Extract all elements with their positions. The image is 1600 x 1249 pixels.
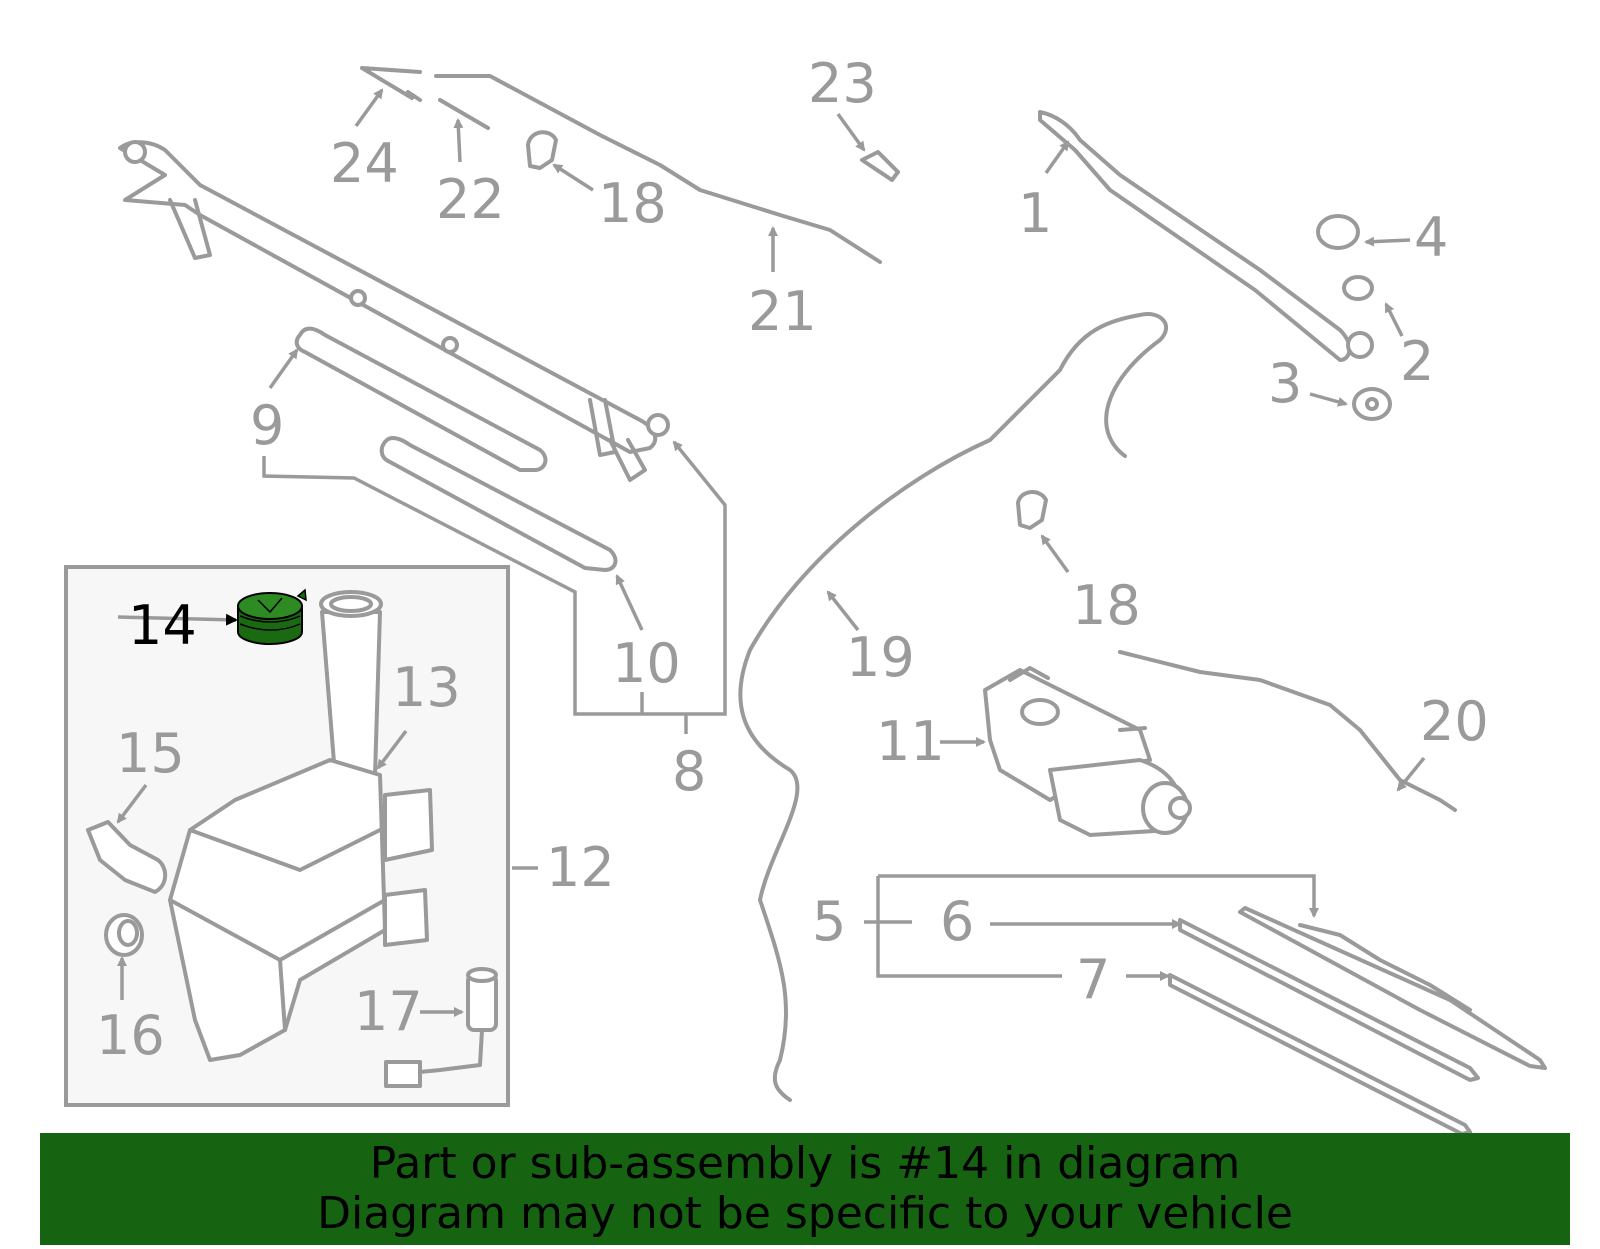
- arm-pivot: [1346, 331, 1374, 359]
- callout-4: 4: [1414, 206, 1448, 269]
- banner-line-1: Part or sub-assembly is #14 in diagram: [369, 1138, 1241, 1189]
- callout-14: 14: [128, 594, 197, 657]
- nozzle-18-lower: [1016, 490, 1048, 530]
- wiper-motor-11: [983, 666, 1192, 837]
- callout-18-upper: 18: [598, 172, 667, 235]
- callout-24: 24: [330, 132, 399, 195]
- hose-20: [1118, 650, 1457, 812]
- reservoir-tank-13: [168, 590, 434, 1062]
- callout-labels: 1 2 3 4 5 6 7 8 9 10 11 12 13 14 15 16 1…: [96, 52, 1489, 1067]
- callout-15: 15: [116, 722, 185, 785]
- callout-9: 9: [250, 394, 284, 457]
- callout-8: 8: [672, 740, 706, 803]
- callout-19: 19: [846, 626, 915, 689]
- callout-2: 2: [1400, 330, 1434, 393]
- link-arm-10: [379, 436, 618, 572]
- reservoir-cap-14: [237, 588, 307, 645]
- leader-lines: [116, 88, 1426, 1017]
- callout-23: 23: [808, 52, 877, 115]
- hose-19: [738, 312, 1169, 1102]
- hose-21: [434, 74, 882, 264]
- callout-5: 5: [812, 890, 846, 953]
- callout-13: 13: [392, 656, 461, 719]
- callout-20: 20: [1420, 690, 1489, 753]
- link-arm-9: [294, 326, 548, 472]
- connector-24: [360, 66, 422, 102]
- washer-3: [1352, 387, 1392, 421]
- callout-11: 11: [876, 710, 945, 773]
- callout-12: 12: [546, 836, 615, 899]
- banner-line-2: Diagram may not be specific to your vehi…: [317, 1188, 1293, 1239]
- nozzle-18-upper: [526, 130, 558, 170]
- wiper-linkage: [118, 140, 670, 482]
- washer-pump-17: [384, 967, 498, 1088]
- tube-22: [438, 98, 490, 130]
- connector-23: [860, 150, 900, 182]
- grommet-15: [86, 820, 168, 894]
- callout-6: 6: [940, 890, 974, 953]
- cap-4: [1316, 214, 1360, 250]
- wiper-arm-1: [1038, 110, 1352, 362]
- callout-22: 22: [436, 168, 505, 231]
- callout-1: 1: [1018, 182, 1052, 245]
- callout-17: 17: [354, 980, 423, 1043]
- nut-2: [1342, 275, 1374, 301]
- callout-7: 7: [1076, 948, 1110, 1011]
- callout-16: 16: [96, 1004, 165, 1067]
- callout-21: 21: [748, 280, 817, 343]
- part-info-banner: Part or sub-assembly is #14 in diagram D…: [40, 1133, 1570, 1245]
- callout-18-lower: 18: [1072, 574, 1141, 637]
- wiper-blade-5: [1168, 906, 1547, 1136]
- callout-10: 10: [612, 632, 681, 695]
- callout-3: 3: [1268, 352, 1302, 415]
